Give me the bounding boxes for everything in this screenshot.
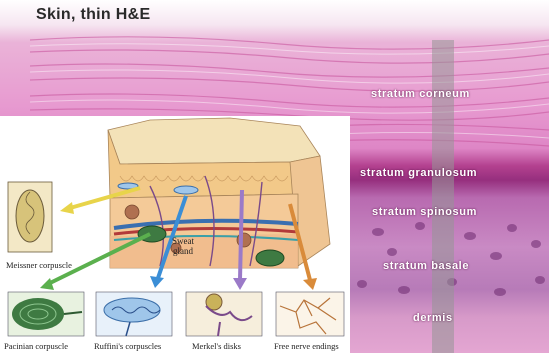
- label-sweat-gland: Sweat gland: [172, 236, 194, 256]
- caption-meissner-corpuscle: Meissner corpuscle: [6, 260, 72, 270]
- caption-merkel-disks: Merkel's disks: [192, 341, 241, 351]
- pacinian-thumbnail: [8, 292, 84, 336]
- label-stratum-spinosum: stratum spinosum: [372, 206, 477, 218]
- skin-block-illustration: [108, 118, 330, 268]
- free-nerve-thumbnail: [276, 292, 344, 336]
- label-stratum-basale: stratum basale: [383, 260, 469, 272]
- ruffini-thumbnail: [96, 292, 172, 336]
- caption-pacinian-corpuscle: Pacinian corpuscle: [4, 341, 68, 351]
- label-stratum-granulosum: stratum granulosum: [360, 167, 477, 179]
- label-stratum-corneum: stratum corneum: [371, 88, 470, 100]
- caption-ruffini-corpuscles: Ruffini's corpuscles: [94, 341, 161, 351]
- figure-title: Skin, thin H&E: [36, 6, 150, 24]
- reference-band: [432, 40, 454, 353]
- receptor-illustration: [0, 116, 350, 353]
- merkel-thumbnail: [186, 292, 262, 336]
- label-dermis: dermis: [413, 312, 453, 324]
- caption-free-nerve-endings: Free nerve endings: [274, 341, 339, 351]
- meissner-thumbnail: [8, 182, 52, 252]
